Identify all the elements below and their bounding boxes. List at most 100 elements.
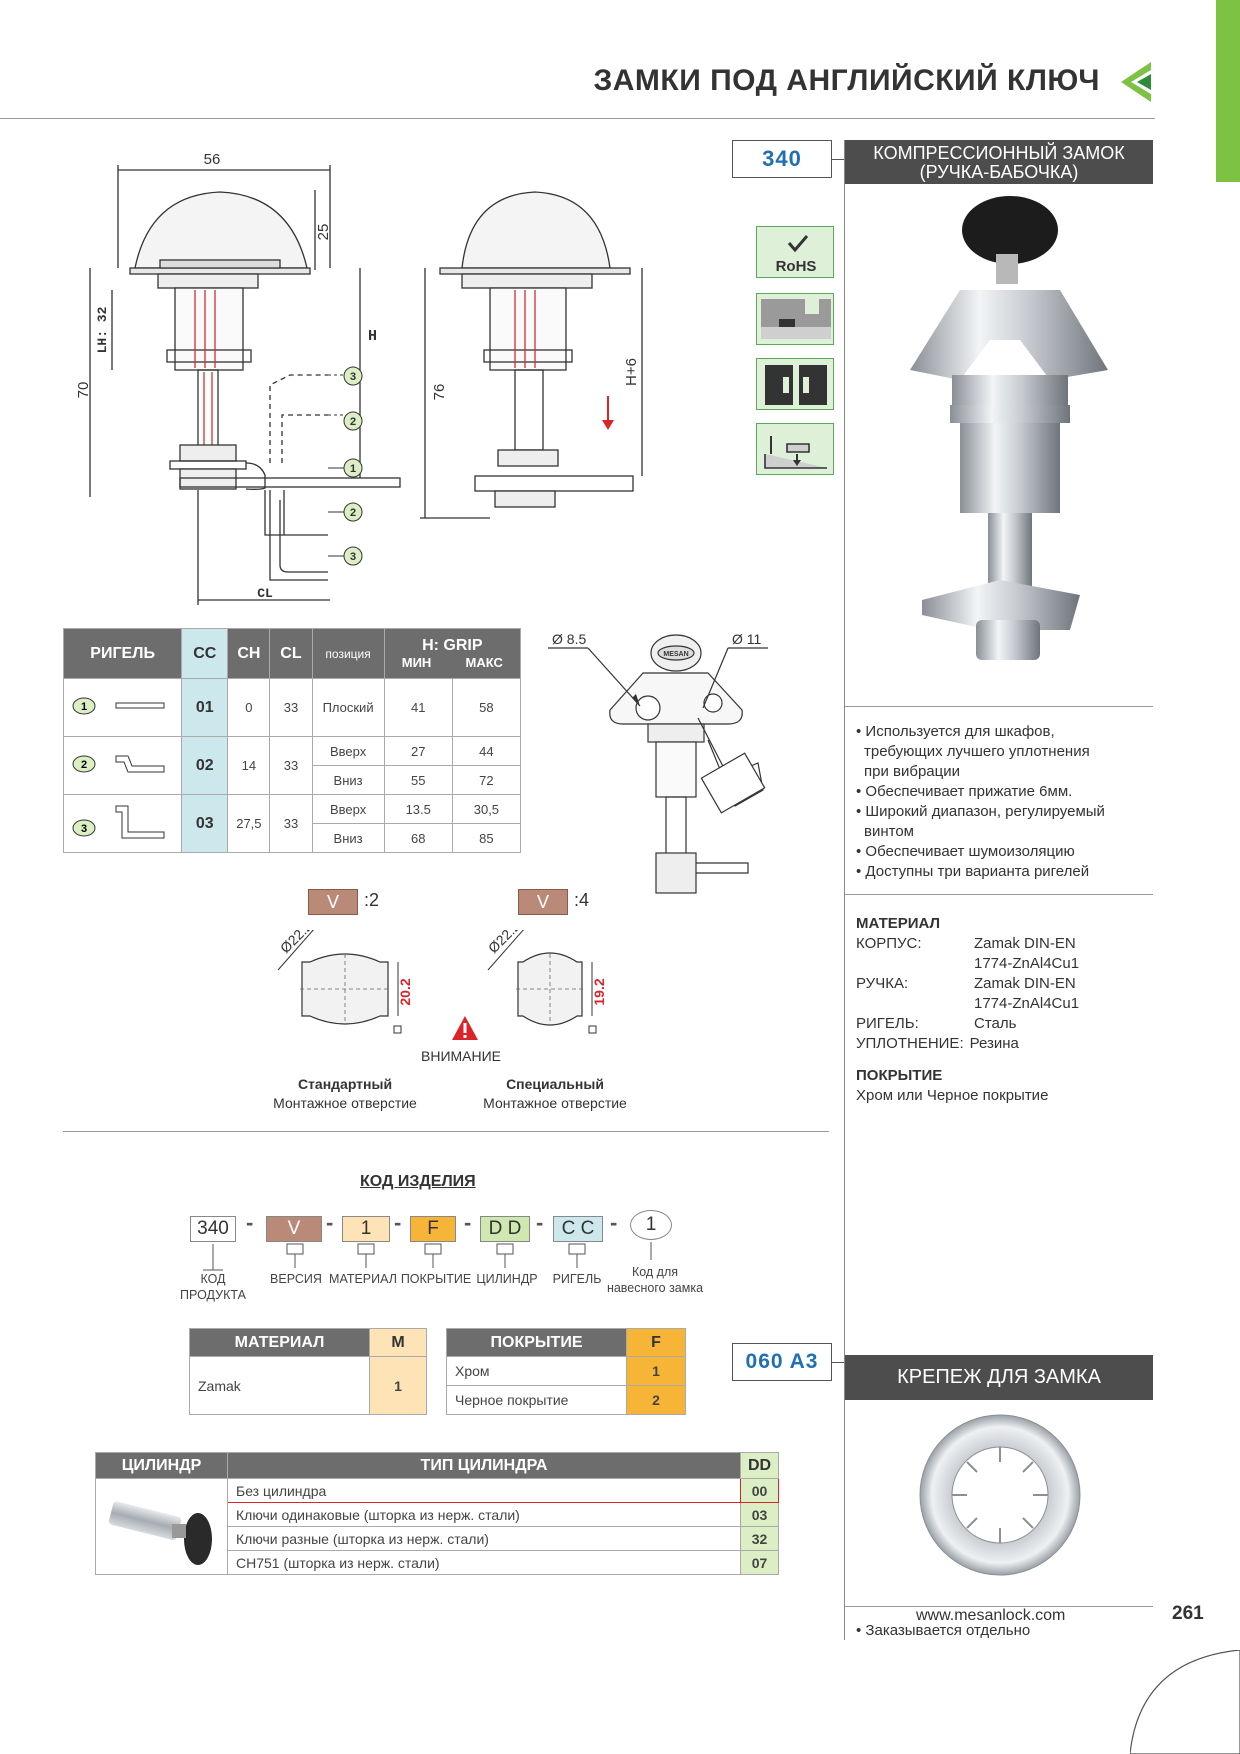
callout-2b: 2 [350, 507, 356, 519]
dim-192: 19.2 [591, 978, 607, 1005]
tongue-shape-3: 3 [62, 794, 183, 853]
coating-table: ПОКРЫТИЕ F Хром 1 Черное покрытие 2 [446, 1328, 686, 1415]
dim-70: 70 [75, 382, 92, 399]
feature-3b: винтом [864, 823, 914, 840]
cell-cc: 01 [181, 678, 229, 737]
cell-cylinder-name: Ключи одинаковые (шторка из нерж. стали) [227, 1502, 741, 1527]
code-dash: - [610, 1210, 618, 1235]
page-number: 261 [1172, 1603, 1204, 1624]
cell-cylinder-val: 32 [740, 1526, 779, 1551]
product-title-line2: (РУЧКА-БАБОЧКА) [919, 162, 1079, 182]
th-grip: H: GRIP МИН МАКС [383, 628, 522, 679]
th-m: M [369, 1328, 427, 1357]
dim-25: 25 [315, 224, 332, 241]
material-value: 1774-ZnAl4Cu1 [974, 995, 1080, 1012]
code-label-material: МАТЕРИАЛ [329, 1272, 397, 1286]
cell-cc: 02 [181, 736, 229, 795]
cell-coating-val: 2 [626, 1385, 686, 1415]
cell-min: 41 [383, 678, 453, 737]
header-rule [0, 118, 1155, 119]
code-label-product: КОД ПРОДУКТА [173, 1271, 253, 1303]
material-value: Резина [969, 1035, 1019, 1052]
code-label-product-1: КОД [200, 1272, 226, 1286]
cell-cylinder-val: 00 [740, 1478, 779, 1503]
th-max: МАКС [465, 655, 503, 670]
special-hole-title: Специальный [506, 1076, 604, 1092]
dim-h: H [368, 328, 377, 345]
cell-ch: 0 [227, 678, 271, 737]
product-features: • Используется для шкафов, требующих луч… [856, 722, 1156, 882]
accessory-rule [845, 1606, 1153, 1607]
version-ratio-2: :2 [364, 890, 380, 910]
cell-material-val: 1 [369, 1356, 427, 1415]
feature-1c: при вибрации [864, 763, 960, 780]
dim-56: 56 [204, 151, 221, 168]
code-dash: - [464, 1210, 472, 1235]
code-part-product: 340 [190, 1216, 236, 1242]
product-code-box: 340 [732, 140, 832, 178]
callout-3b: 3 [350, 551, 356, 563]
cell-cylinder-name: Ключи разные (шторка из нерж. стали) [227, 1526, 741, 1551]
connector-line [832, 159, 844, 160]
feature-1b: требующих лучшего уплотнения [864, 743, 1090, 760]
tongue-shape-1: 1 [62, 678, 183, 737]
dim-d11: Ø 11 [732, 631, 762, 647]
page-corner [1130, 1650, 1240, 1754]
description-rule-top [845, 706, 1153, 707]
table-row: CH751 (шторка из нерж. стали) 07 [96, 1550, 779, 1575]
material-value: Zamak DIN-EN [974, 975, 1076, 992]
code-part-coating: F [410, 1216, 456, 1242]
special-hole-caption: Специальный Монтажное отверстие [480, 1075, 630, 1113]
standard-hole-subtitle: Монтажное отверстие [273, 1095, 417, 1111]
mounting-hole-drawings: Ø22.2 Ø22.2 20.2 19.2 [277, 930, 607, 1034]
cell-min: 55 [383, 765, 453, 795]
cell-cc: 03 [181, 794, 229, 853]
cell-position: Вниз [311, 765, 385, 795]
code-connectors [203, 1242, 652, 1271]
panel-mount-icon [756, 293, 834, 345]
warning-label: ВНИМАНИЕ [421, 1048, 502, 1064]
code-label-product-2: ПРОДУКТА [180, 1288, 246, 1302]
feature-3: • Широкий диапазон, регулируемый [856, 803, 1105, 820]
table-row: 1 01 0 33 Плоский 41 58 [62, 678, 522, 737]
special-hole-subtitle: Монтажное отверстие [483, 1095, 627, 1111]
tongue-shape-2: 2 [62, 736, 183, 795]
th-cylinder-type: ТИП ЦИЛИНДРА [227, 1452, 741, 1479]
code-label-version: ВЕРСИЯ [270, 1272, 322, 1286]
material-key: РИГЕЛЬ: [856, 1015, 919, 1032]
version-ratio-4: :4 [574, 890, 590, 910]
title-arrow-icon [1121, 62, 1151, 102]
dim-h6: H+6 [623, 358, 640, 386]
material-table: МАТЕРИАЛ M Zamak 1 [189, 1328, 427, 1415]
version-v-special: V [518, 889, 568, 915]
th-position: позиция [311, 628, 385, 679]
feature-1: • Используется для шкафов, [856, 723, 1055, 740]
callout-1: 1 [350, 463, 356, 475]
code-part-cylinder: D D [480, 1216, 530, 1242]
standard-hole-caption: Стандартный Монтажное отверстие [270, 1075, 420, 1113]
material-title: МАТЕРИАЛ [856, 915, 941, 932]
footer-url[interactable]: www.mesanlock.com [916, 1607, 1066, 1624]
table-row: 2 02 14 33 Вверх 27 44 [62, 736, 522, 795]
cell-cl: 33 [269, 794, 313, 853]
table-row: Черное покрытие 2 [446, 1385, 686, 1415]
column-divider [844, 140, 845, 1640]
rohs-icon: RoHS [756, 226, 834, 278]
cell-position: Плоский [311, 678, 385, 737]
feature-2: • Обеспечивает прижатие 6мм. [856, 783, 1073, 800]
dim-cl: CL [257, 586, 273, 601]
dim-76: 76 [431, 384, 448, 401]
th-cylinder: ЦИЛИНДР [95, 1452, 228, 1479]
table-row: Без цилиндра 00 [95, 1478, 779, 1575]
cylinder-image [95, 1478, 228, 1575]
th-cl: CL [269, 628, 313, 679]
cell-position: Вверх [311, 794, 385, 824]
table-row: Вниз 55 72 [64, 765, 522, 795]
cell-position: Вниз [311, 823, 385, 853]
th-f: F [626, 1328, 686, 1357]
warning-icon [452, 1016, 478, 1040]
cell-cylinder-val: 07 [740, 1550, 779, 1575]
product-title: КОМПРЕССИОННЫЙ ЗАМОК (РУЧКА-БАБОЧКА) [845, 140, 1153, 184]
product-photo [910, 196, 1108, 660]
th-dd: DD [740, 1452, 779, 1479]
